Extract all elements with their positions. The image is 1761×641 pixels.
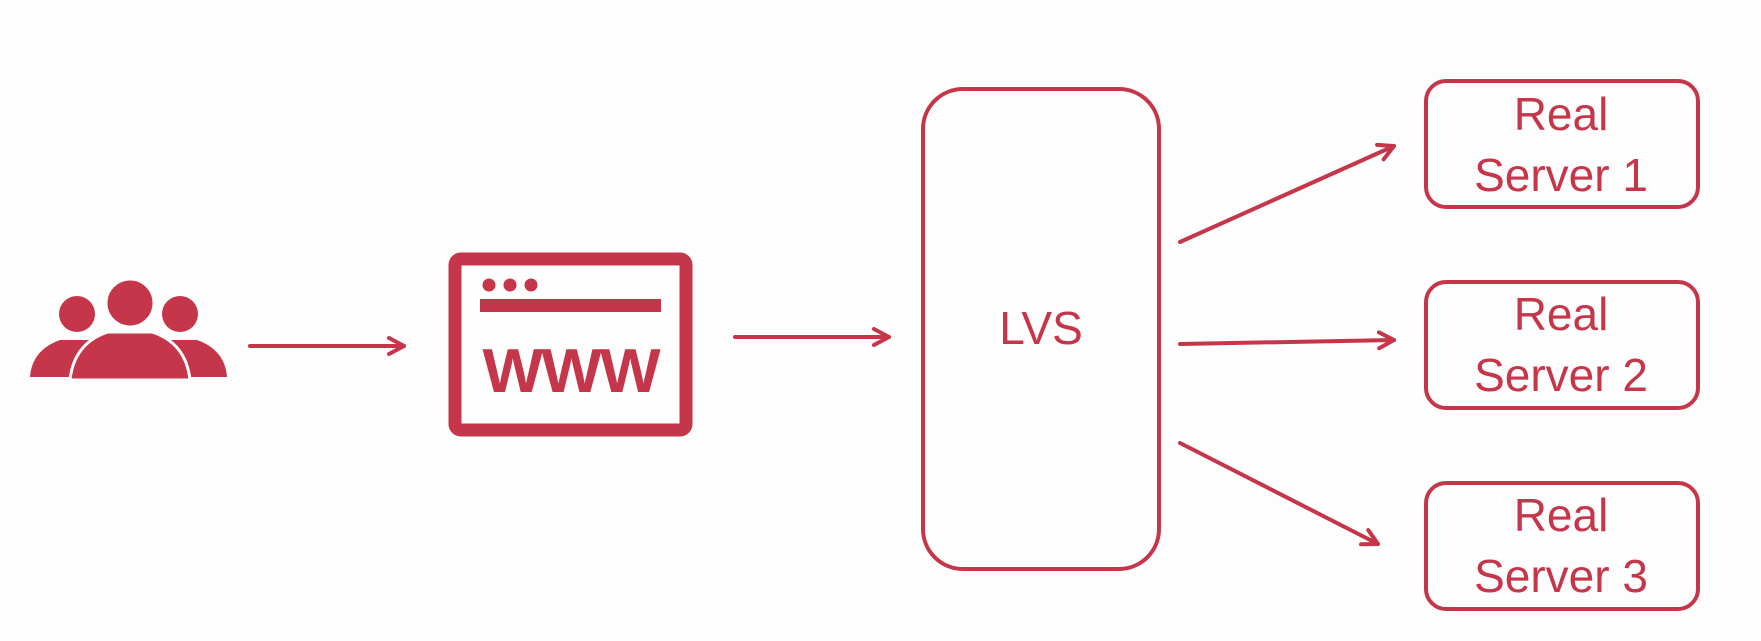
server-2-line-1: Real bbox=[1514, 288, 1609, 340]
real-server-3-node: Real Server 3 bbox=[1424, 481, 1700, 611]
www-label: WWW bbox=[483, 337, 662, 406]
lvs-node: LVS bbox=[921, 87, 1161, 571]
server-1-line-1: Real bbox=[1514, 88, 1609, 140]
server-1-line-2: Server 1 bbox=[1474, 149, 1648, 201]
arrow-lvs-to-server-2 bbox=[1178, 330, 1396, 351]
real-server-1-node: Real Server 1 bbox=[1424, 79, 1700, 209]
users-group-icon bbox=[30, 277, 227, 382]
arrow-lvs-to-server-3 bbox=[1178, 441, 1380, 547]
server-3-line-1: Real bbox=[1514, 489, 1609, 541]
lvs-label: LVS bbox=[999, 302, 1083, 354]
server-3-line-2: Server 3 bbox=[1474, 550, 1648, 602]
real-server-2-node: Real Server 2 bbox=[1424, 280, 1700, 410]
arrow-lvs-to-server-1 bbox=[1178, 142, 1396, 244]
browser-window-icon: WWW bbox=[448, 252, 693, 437]
server-2-line-2: Server 2 bbox=[1474, 349, 1648, 401]
